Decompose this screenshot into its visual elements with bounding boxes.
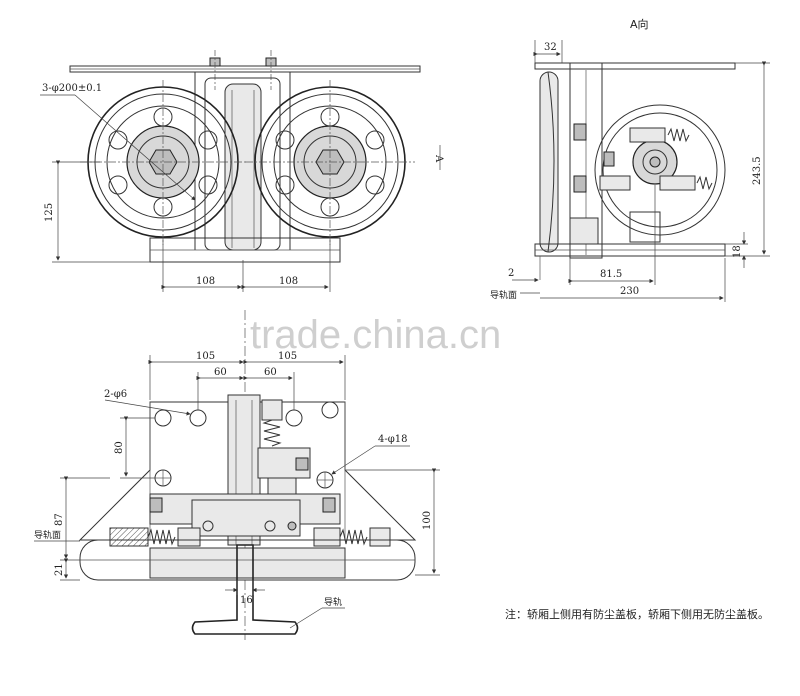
hole-large-label: 4-φ18: [378, 434, 407, 445]
side-wheel-edge: [539, 71, 559, 253]
dim-16: 16: [240, 595, 253, 606]
upper-spring-assembly: [257, 399, 311, 499]
side-top-plate: [534, 62, 736, 70]
front-view: 3-φ200±0.1 125 108 108 A: [40, 50, 444, 292]
rail-face-label: 导轨面: [34, 529, 61, 541]
dim-105-right: 105: [278, 351, 297, 362]
left-spring: [109, 527, 201, 547]
dim-87: 87: [54, 513, 65, 526]
side-view: A向: [490, 17, 770, 302]
dim-125: 125: [44, 203, 55, 222]
guide-rail: [191, 544, 299, 635]
side-mount-plate: [569, 62, 603, 259]
side-dim-230: 230: [620, 286, 639, 297]
side-springs: [599, 127, 713, 191]
side-dim-81: 81.5: [600, 269, 622, 280]
hole-small-right: [285, 409, 303, 427]
watermark: trade.china.cn: [250, 313, 501, 357]
left-roller-wheel: [80, 80, 248, 245]
side-dim-32: 32: [544, 42, 557, 53]
dim-60-right: 60: [264, 367, 277, 378]
bottom-view: 105 105 60 60 2-φ6 4-φ18 80 87 21 导轨面 10…: [34, 310, 440, 640]
dim-21: 21: [54, 563, 65, 576]
view-a-title: A向: [630, 17, 649, 31]
dim-60-left: 60: [214, 367, 227, 378]
side-dim-2: 2: [508, 268, 514, 279]
side-dim-18: 18: [732, 245, 743, 258]
side-bottom-block: [569, 217, 599, 245]
view-arrow-a: A: [433, 154, 444, 163]
side-dim-243: 243.5: [752, 156, 763, 185]
dim-108-left: 108: [196, 276, 215, 287]
rail-label: 导轨: [324, 596, 342, 608]
right-spring: [313, 527, 391, 547]
drawing-note: 注：轿厢上侧用有防尘盖板，轿厢下侧用无防尘盖板。: [505, 607, 769, 621]
side-rail-face: 导轨面: [490, 289, 517, 301]
right-roller-wheel: [245, 80, 415, 245]
hole-small-label: 2-φ6: [104, 389, 127, 400]
hole-small-left: [189, 409, 207, 427]
diameter-label: 3-φ200±0.1: [42, 83, 102, 94]
dim-80: 80: [114, 441, 125, 454]
dim-108-right: 108: [279, 276, 298, 287]
dim-105-left: 105: [196, 351, 215, 362]
dim-100: 100: [422, 511, 433, 530]
